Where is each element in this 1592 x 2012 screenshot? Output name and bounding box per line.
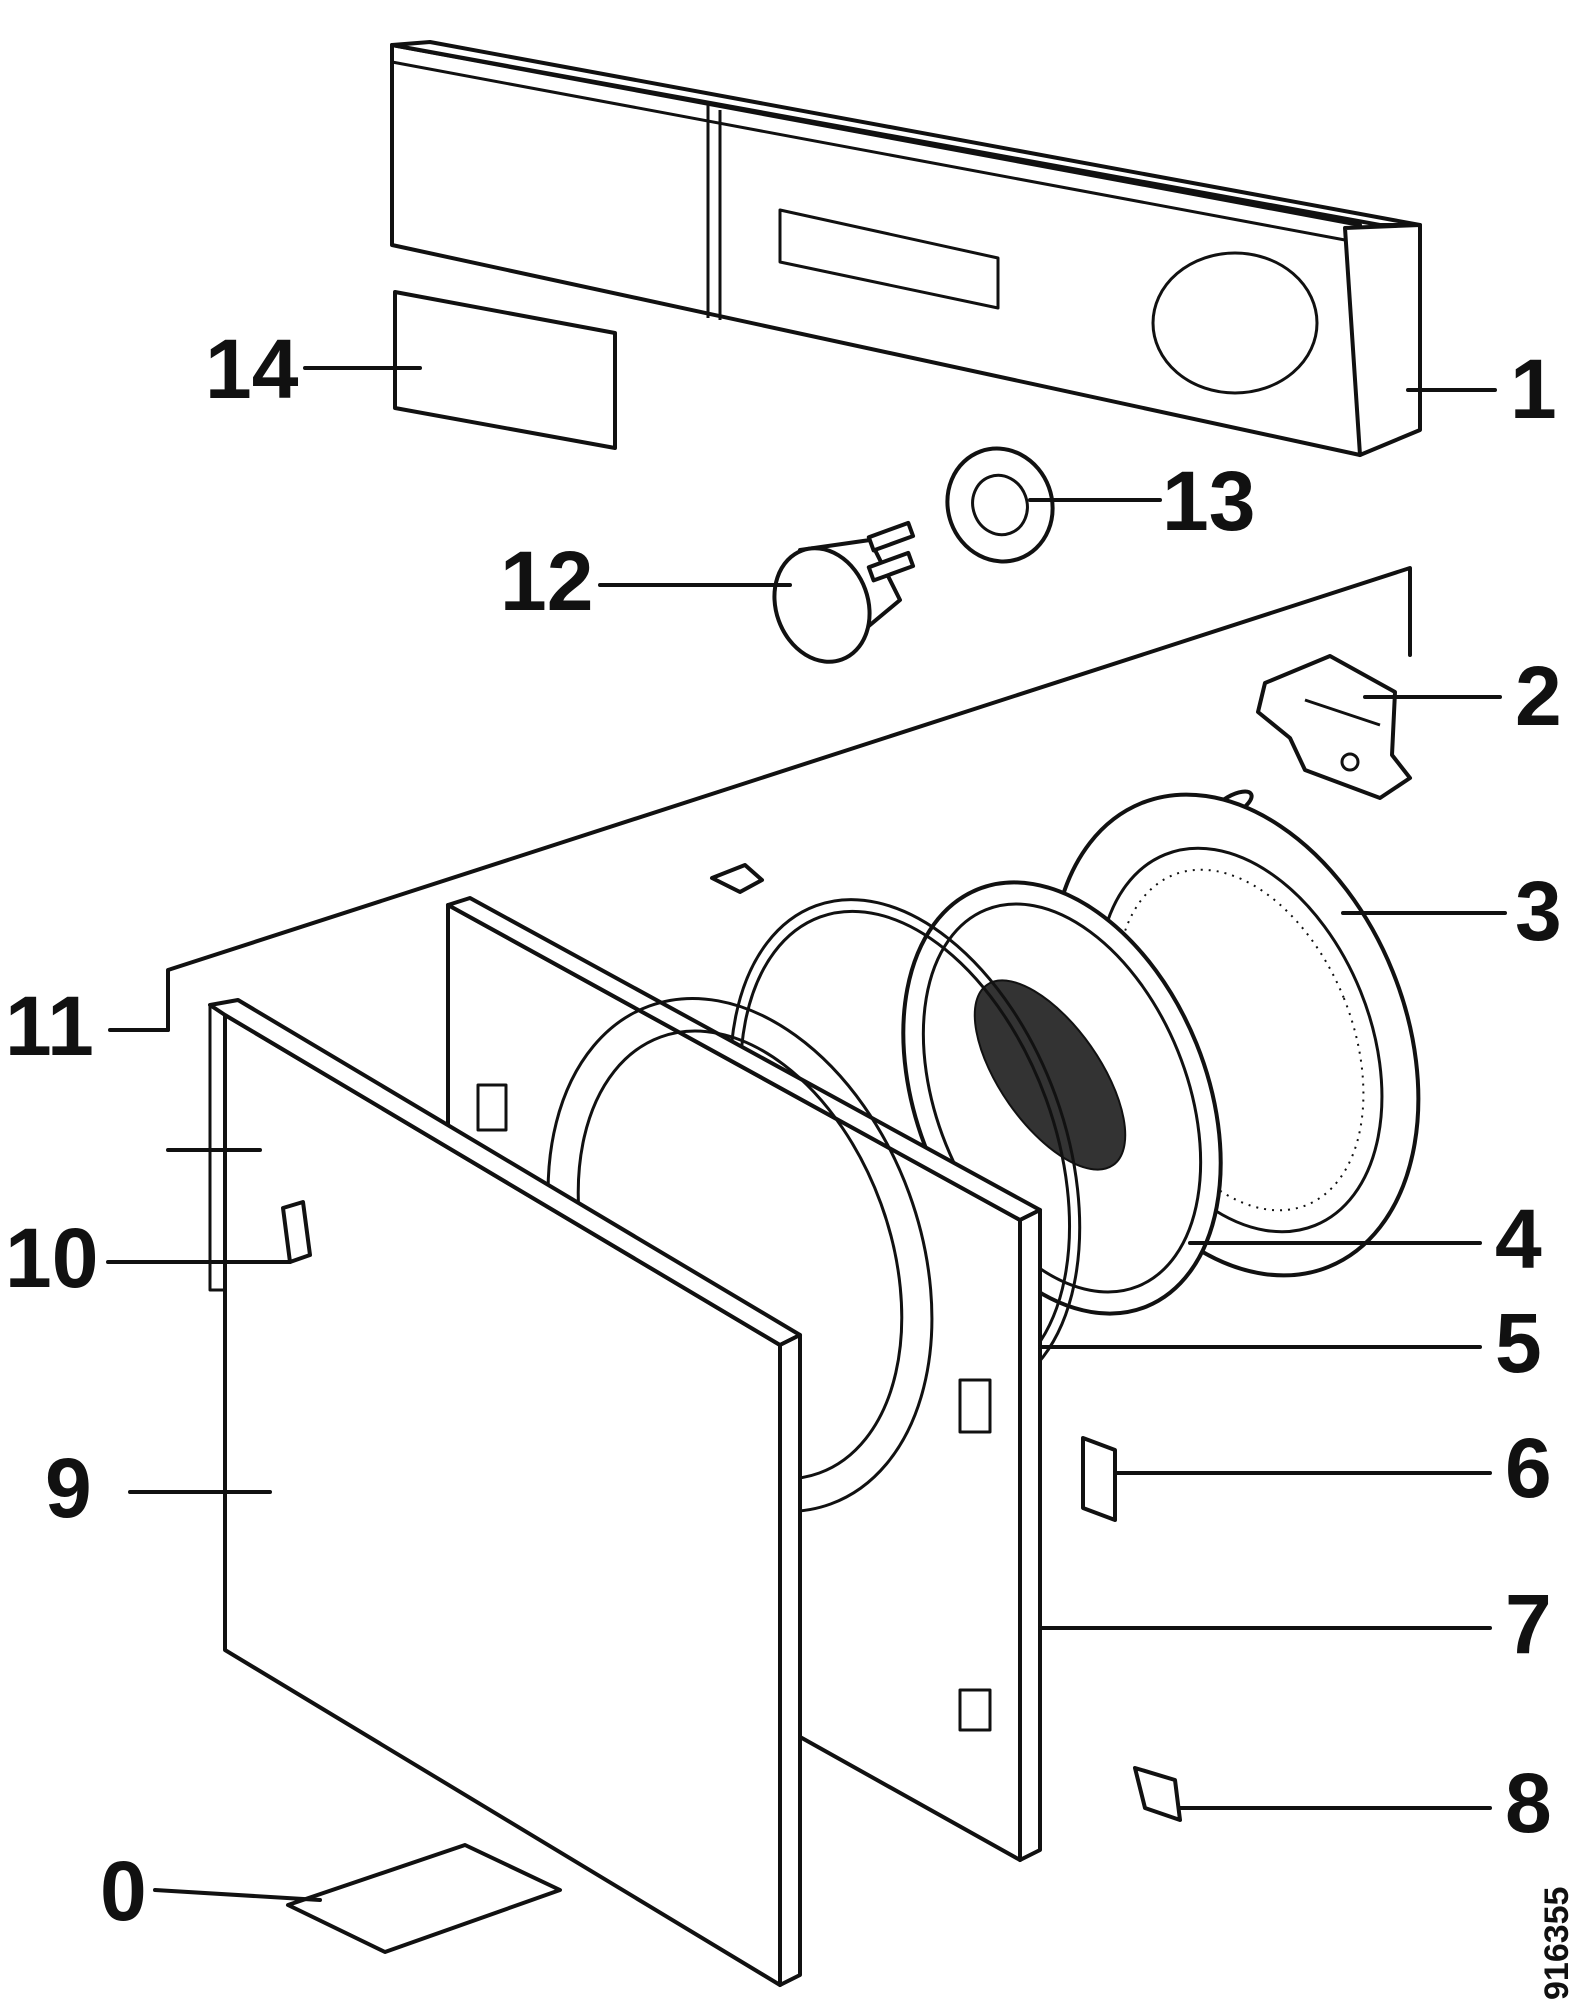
part-clip — [710, 863, 764, 894]
callout-1: 1 — [1510, 342, 1557, 436]
leader-lines — [106, 366, 1507, 1902]
part-back-panel — [166, 566, 1412, 1032]
part-control-panel — [390, 40, 1422, 457]
callout-0: 0 — [100, 1844, 147, 1938]
callout-10: 10 — [5, 1211, 98, 1305]
callout-11: 11 — [5, 979, 94, 1073]
part-hinge-bracket — [1256, 654, 1412, 800]
part-ring — [945, 446, 1055, 564]
part-door-panel — [208, 998, 802, 1987]
part-label-plate — [393, 290, 617, 450]
callout-3: 3 — [1515, 864, 1562, 958]
part-knob — [772, 520, 916, 664]
callout-12: 12 — [500, 534, 593, 628]
callout-4: 4 — [1495, 1192, 1542, 1286]
callout-labels: 1 2 3 4 5 6 7 8 9 10 11 12 13 14 0 — [5, 322, 1562, 1938]
document-number: 916355 — [1538, 1887, 1576, 2000]
callout-6: 6 — [1505, 1421, 1552, 1515]
callout-9: 9 — [45, 1441, 92, 1535]
callout-5: 5 — [1495, 1296, 1542, 1390]
callout-8: 8 — [1505, 1756, 1552, 1850]
part-latch — [1133, 1766, 1182, 1822]
callout-2: 2 — [1515, 649, 1562, 743]
part-small-bracket — [281, 1200, 312, 1264]
callout-7: 7 — [1505, 1577, 1552, 1671]
part-document-sheet — [286, 1843, 562, 1954]
callout-13: 13 — [1162, 454, 1255, 548]
callout-14: 14 — [205, 322, 299, 416]
part-plate — [1081, 1436, 1117, 1522]
